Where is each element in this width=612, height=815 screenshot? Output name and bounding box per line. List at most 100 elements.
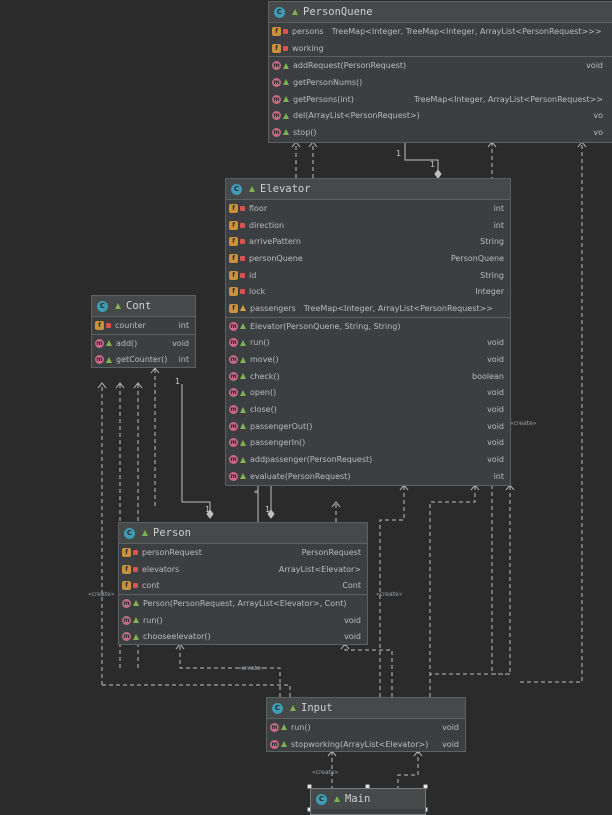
multiplicity-label: 1: [175, 377, 181, 386]
field-type: Integer: [475, 287, 504, 297]
method-name: run(): [143, 615, 163, 625]
method-return-type: int: [178, 355, 189, 365]
field-name: arrivePattern: [249, 237, 301, 247]
private-lock-icon: [133, 566, 138, 572]
field-type: TreeMap<Integer, TreeMap<Integer, ArrayL…: [331, 26, 602, 36]
field-icon: f: [122, 547, 131, 557]
field-name: lock: [249, 287, 266, 297]
public-visibility-icon: [283, 129, 289, 136]
field-icon: f: [229, 303, 238, 313]
method-icon: m: [229, 421, 238, 431]
method-icon: m: [95, 338, 104, 348]
class-header[interactable]: C Person: [119, 523, 367, 544]
create-stereotype-label: «create»: [510, 420, 537, 427]
field-row[interactable]: f passengers TreeMap<Integer, ArrayList<Pe…: [226, 300, 510, 317]
field-name: id: [249, 270, 257, 280]
method-name: evaluate(PersonRequest): [250, 471, 351, 481]
public-visibility-icon: [240, 339, 246, 346]
method-icon: m: [229, 455, 238, 465]
field-type: ArrayList<Elevator>: [278, 564, 361, 574]
method-name: add(): [116, 338, 138, 348]
multiplicity-label: *: [254, 489, 258, 498]
method-return-type: void: [586, 61, 603, 71]
method-icon: m: [229, 438, 238, 448]
public-visibility-icon: [240, 389, 246, 396]
public-visibility-icon: [133, 617, 139, 624]
class-header[interactable]: C Elevator: [226, 179, 510, 200]
field-type: TreeMap<Integer, ArrayList<PersonRequest…: [303, 303, 493, 313]
method-return-type: void: [487, 438, 504, 448]
class-header[interactable]: C Main: [311, 789, 425, 809]
field-type: PersonRequest: [301, 547, 361, 557]
method-return-type: void: [344, 615, 361, 625]
class-header[interactable]: C Cont: [92, 296, 195, 317]
field-name: passengers: [250, 303, 296, 313]
field-name: floor: [249, 203, 268, 213]
public-visibility-icon: [240, 373, 246, 380]
private-lock-icon: [283, 28, 288, 34]
field-icon: f: [272, 43, 281, 53]
class-main[interactable]: C Main: [310, 788, 426, 815]
private-lock-icon: [240, 239, 245, 245]
method-icon: m: [272, 77, 281, 87]
field-icon: f: [122, 564, 131, 574]
method-name: getCounter(): [116, 355, 168, 365]
method-icon: m: [122, 615, 131, 625]
method-return-type: void: [487, 405, 504, 415]
field-type: int: [493, 220, 504, 230]
method-return-type: TreeMap<Integer, ArrayList<PersonRequest…: [413, 94, 603, 104]
method-return-type: vo: [593, 111, 603, 121]
private-lock-icon: [240, 272, 245, 278]
method-row[interactable]: m run() void: [119, 612, 367, 629]
class-header[interactable]: C PersonQuene: [269, 2, 612, 23]
method-icon: m: [229, 338, 238, 348]
method-return-type: void: [487, 355, 504, 365]
public-visibility-icon: [240, 323, 246, 330]
class-header[interactable]: C Input: [267, 698, 465, 719]
method-icon: m: [272, 111, 281, 121]
class-name: Person: [153, 527, 191, 539]
create-stereotype-label: «create»: [238, 665, 265, 672]
public-visibility-icon: [133, 633, 139, 640]
method-return-type: void: [442, 739, 459, 749]
method-return-type: void: [487, 455, 504, 465]
